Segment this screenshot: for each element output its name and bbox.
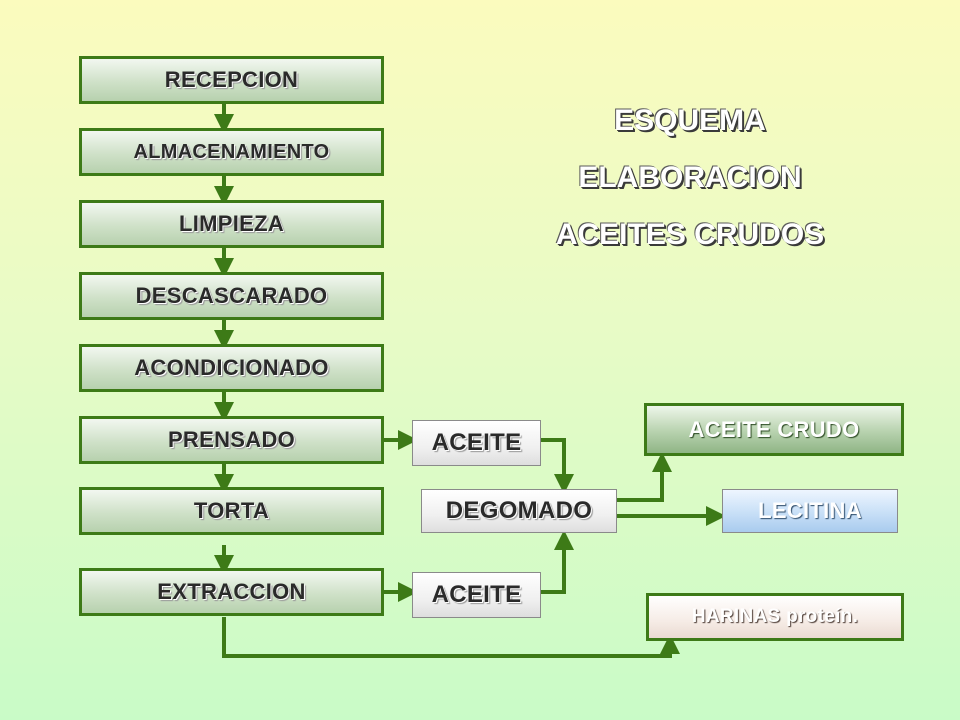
step-prensado: PRENSADO — [79, 416, 384, 464]
lecitina-box: LECITINA — [722, 489, 898, 533]
title-line-1: ESQUEMA — [614, 104, 766, 137]
step-descascarado: DESCASCARADO — [79, 272, 384, 320]
aceite-crudo-box: ACEITE CRUDO — [644, 403, 904, 456]
degomado-box: DEGOMADO — [421, 489, 617, 533]
step-acondicionado: ACONDICIONADO — [79, 344, 384, 392]
title-line-2: ELABORACION — [578, 161, 802, 194]
arrow-extraccion-harinas — [222, 617, 680, 658]
aceite-prensado-box: ACEITE — [412, 420, 541, 466]
aceite-extraccion-box: ACEITE — [412, 572, 541, 618]
step-torta: TORTA — [79, 487, 384, 535]
step-extraccion: EXTRACCION — [79, 568, 384, 616]
step-recepcion: RECEPCION — [79, 56, 384, 104]
title-line-3: ACEITES CRUDOS — [555, 218, 825, 251]
arrow-aceite-degomado — [541, 438, 574, 494]
step-almacenamiento: ALMACENAMIENTO — [79, 128, 384, 176]
step-limpieza: LIMPIEZA — [79, 200, 384, 248]
harinas-box: HARINAS proteín. — [646, 593, 904, 641]
arrow-aceite2-degomado — [541, 530, 574, 594]
arrow-degomado-aceite-crudo — [617, 452, 672, 502]
